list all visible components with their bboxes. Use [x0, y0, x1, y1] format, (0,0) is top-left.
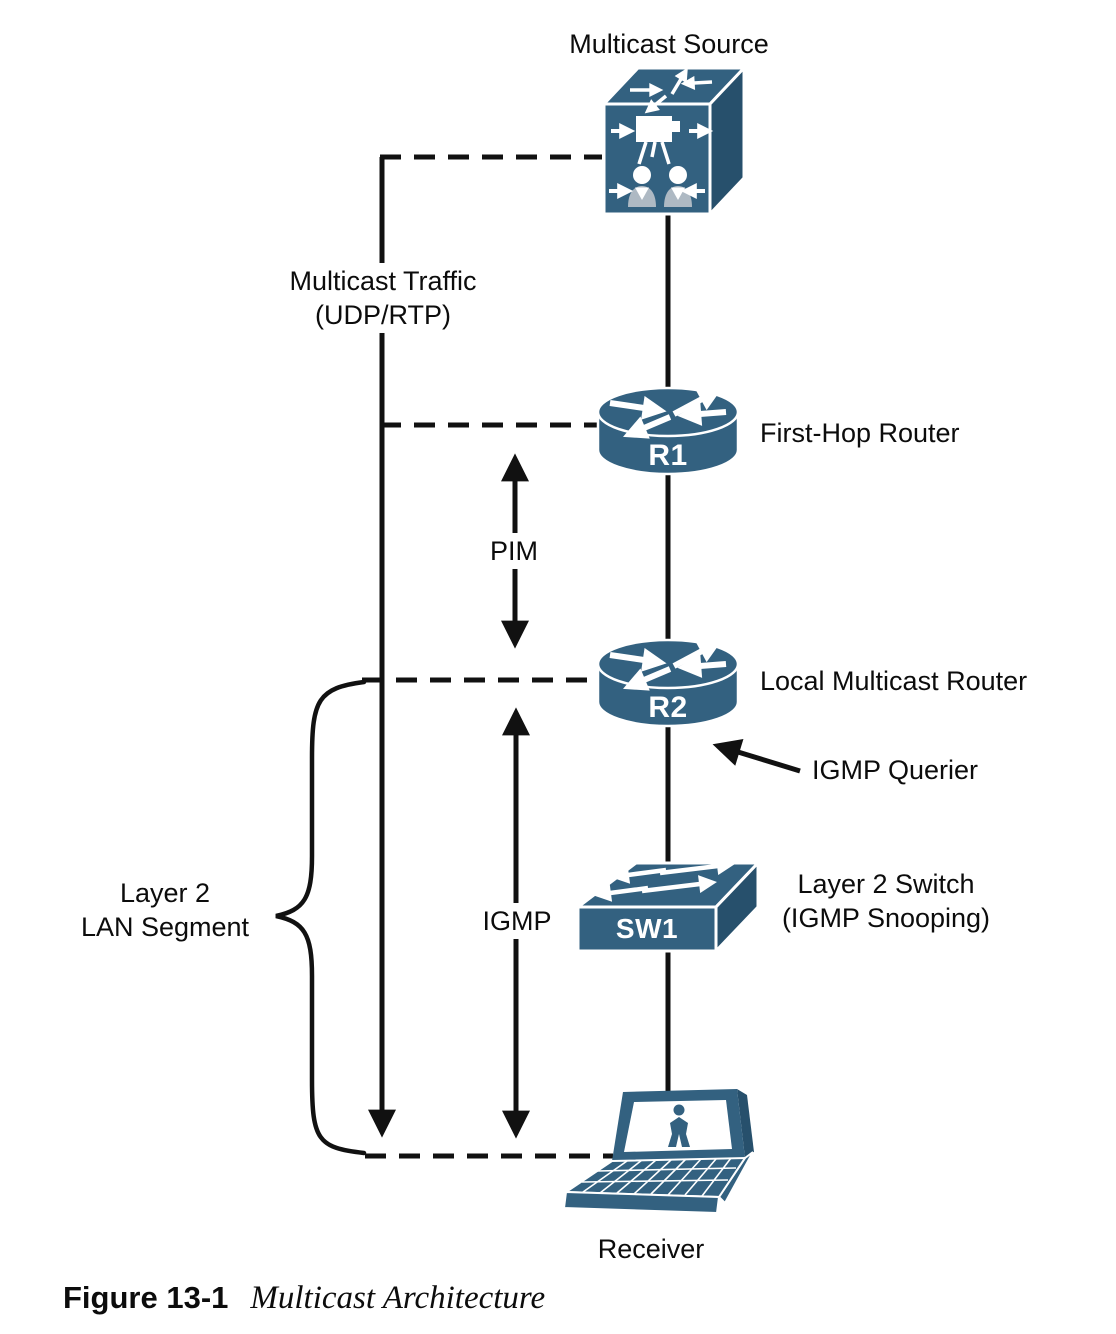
router-arrows [609, 388, 727, 439]
lan-segment-label: Layer 2 LAN Segment [81, 876, 249, 944]
router-r1-icon [596, 386, 740, 476]
multicast-source-icon [600, 64, 748, 218]
dashed-lan-lines [362, 154, 613, 1159]
sw1-label-line1: Layer 2 Switch [797, 868, 975, 899]
r1-device-name: R1 [648, 439, 688, 472]
r1-label: First-Hop Router [760, 417, 960, 448]
multicast-traffic-line2: (UDP/RTP) [314, 300, 451, 330]
keyboard-grid [581, 1157, 737, 1197]
switch-arrows [593, 857, 735, 902]
multicast-traffic-line1: Multicast Traffic [289, 265, 477, 296]
router-r2-icon [596, 638, 740, 728]
lan-segment-line2: LAN Segment [80, 912, 250, 942]
r2-device-name: R2 [648, 691, 688, 724]
multicast-traffic-label: Multicast Traffic (UDP/RTP) [281, 262, 485, 334]
switch-sw1-icon [573, 857, 762, 955]
sw1-device-name: SW1 [615, 913, 679, 944]
receiver-label: Receiver [597, 1233, 705, 1264]
figure-title: Multicast Architecture [250, 1280, 546, 1316]
router-arrows [609, 640, 727, 691]
r2-label: Local Multicast Router [760, 665, 1028, 696]
video-camera-icon [636, 116, 680, 165]
source-label: Multicast Source [569, 28, 769, 59]
igmp-label: IGMP [474, 902, 560, 940]
pim-label: PIM [481, 532, 547, 570]
sw1-label: Layer 2 Switch (IGMP Snooping) [782, 867, 990, 935]
lan-segment-line1: Layer 2 [119, 877, 211, 908]
face-arrows [609, 123, 714, 199]
igmp-querier-label: IGMP Querier [812, 754, 979, 785]
person-on-screen-icon [668, 1104, 690, 1147]
receiver-laptop-icon [562, 1089, 754, 1215]
figure-number: Figure 13-1 [63, 1280, 229, 1315]
lan-segment-brace [275, 679, 367, 1156]
igmp-querier-arrow [712, 739, 801, 774]
multicast-glyph-icon [630, 67, 713, 114]
figure-caption: Figure 13-1 Multicast Architecture [63, 1280, 545, 1317]
sw1-label-line2: (IGMP Snooping) [781, 903, 991, 933]
